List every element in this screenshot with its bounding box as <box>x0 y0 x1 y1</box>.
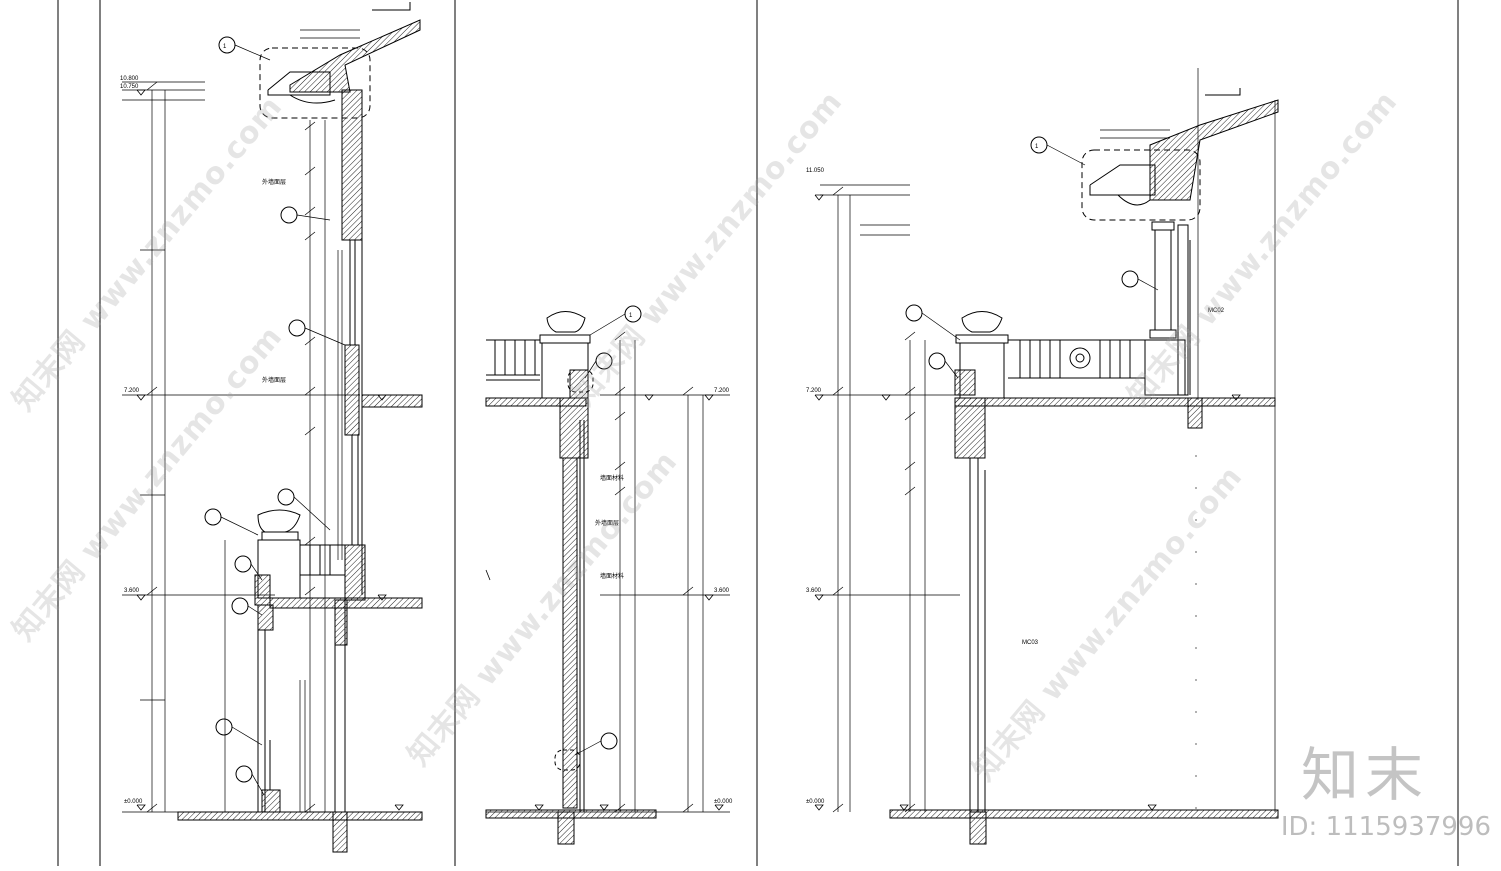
elevation-label: 3.600 <box>806 588 822 594</box>
wall-column <box>334 89 366 812</box>
callout-number: 1 <box>629 313 633 319</box>
dimension-ticks <box>614 331 694 813</box>
section-3 <box>814 68 1279 845</box>
window-element <box>299 250 343 812</box>
dimension-chain <box>820 184 960 812</box>
callout-number: 1 <box>1035 144 1039 150</box>
callout-number: 1 <box>223 44 227 50</box>
material-label: 墙面材料 <box>600 572 624 580</box>
elevation-label: ±0.000 <box>124 799 143 805</box>
elevation-label: ±0.000 <box>806 799 825 805</box>
eave-cornice <box>1081 68 1279 400</box>
elevation-label: 10.800 <box>120 76 139 82</box>
elevation-label: 3.600 <box>714 588 730 594</box>
elevation-label: 7.200 <box>806 388 822 394</box>
dimension-ticks <box>146 81 316 813</box>
drawing-labels: 10.800 10.750 7.200 3.600 ±0.000 外墙面层 外墙… <box>120 44 1225 805</box>
callout-markers <box>905 136 1159 379</box>
elevation-label: 11.050 <box>806 168 825 174</box>
dimension-chain <box>122 81 360 813</box>
callout-markers <box>554 305 642 771</box>
door-label: MC02 <box>1208 308 1225 314</box>
material-label: 外墙面层 <box>595 519 619 527</box>
floor-slabs <box>177 394 423 853</box>
door-label: MC03 <box>1022 640 1039 646</box>
elevation-label: 10.750 <box>120 84 139 90</box>
dimension-ticks <box>832 186 916 813</box>
image-id: ID: 1115937996 <box>1280 812 1491 842</box>
base-detail <box>261 740 281 813</box>
elevation-markers <box>534 394 724 811</box>
section-2 <box>485 305 730 845</box>
wall-slab <box>889 100 1279 845</box>
eave-cornice <box>259 2 421 119</box>
elevation-label: 7.200 <box>714 388 730 394</box>
elevation-label: 7.200 <box>124 388 140 394</box>
material-label: 墙面材料 <box>600 474 624 482</box>
section-1 <box>122 2 423 853</box>
material-label: 外墙面层 <box>262 376 286 384</box>
sheet-frame <box>57 0 1459 866</box>
elevation-label: 3.600 <box>124 588 140 594</box>
material-label: 外墙面层 <box>262 178 286 186</box>
callout-markers <box>204 36 346 796</box>
wall-slab <box>485 397 657 845</box>
brand-logo: 知末 <box>1300 741 1429 809</box>
balustrade-urn <box>254 509 345 812</box>
elevation-label: ±0.000 <box>714 799 733 805</box>
